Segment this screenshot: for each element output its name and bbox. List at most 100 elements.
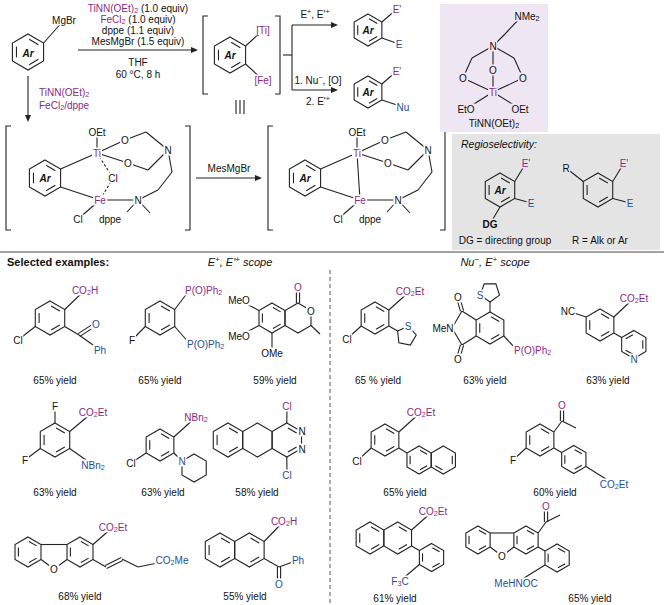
bond [554, 448, 562, 453]
ring-bond [145, 301, 174, 335]
chem-label: Cl [12, 335, 23, 346]
bond [546, 515, 560, 522]
bond [262, 314, 263, 323]
ring-bond [583, 173, 612, 207]
chem-label: TiNN(OEt)2 (1.0 equiv) [87, 3, 189, 14]
bond [435, 466, 442, 470]
bond [51, 306, 60, 311]
chem-label: [Ti] [255, 25, 271, 36]
chem-label: O [541, 501, 551, 512]
bond [420, 466, 427, 470]
chem-label: [Fe] [253, 75, 272, 86]
arrow-head [331, 22, 338, 28]
chem-label: O [380, 135, 390, 146]
bond [218, 50, 219, 61]
bond [432, 563, 439, 567]
bond [306, 185, 315, 190]
ring-bond [243, 423, 272, 457]
bond [369, 19, 377, 24]
node-text: TiNN(OEt)2 [468, 118, 520, 129]
bond [614, 333, 622, 338]
ring-bond [214, 37, 245, 73]
bond [250, 557, 259, 562]
bond [46, 185, 55, 190]
chem-label: CO2Et [619, 293, 649, 304]
bond [65, 327, 79, 336]
chem-label: MeN [431, 323, 454, 334]
chem-label: Cl [281, 401, 292, 412]
bond [16, 47, 17, 58]
node-text: DG [482, 219, 499, 230]
ring-bond [289, 160, 320, 196]
node-text: E' [619, 158, 630, 169]
bond [264, 559, 279, 568]
bond [527, 546, 534, 550]
chem-label: Cl [351, 456, 362, 467]
bond [357, 153, 360, 200]
bond [292, 24, 334, 25]
chem-label: S [476, 290, 485, 301]
bond [18, 548, 19, 557]
chem-label: Ph [291, 555, 305, 566]
bond [599, 178, 608, 183]
chem-label: CO2Et [406, 407, 436, 418]
chem-label: Cl [107, 173, 118, 184]
chem-label: O [120, 135, 130, 146]
bond [399, 527, 407, 532]
bond [386, 429, 394, 434]
chem-label: 63% yield [585, 375, 630, 386]
node-text: Ti [488, 87, 498, 98]
bond [161, 434, 169, 439]
chem-label: 65% yield [382, 487, 427, 498]
bond [516, 536, 517, 544]
bond [369, 99, 377, 104]
bond [587, 185, 588, 195]
chem-label: E' [392, 4, 403, 15]
bond [293, 173, 294, 184]
arrow-head [331, 87, 338, 93]
bond [56, 428, 65, 433]
bond [432, 548, 439, 552]
node-text: Regioselectivity: [460, 139, 538, 150]
ring-bond [384, 522, 412, 554]
chem-label: dppe [358, 214, 382, 225]
bond [548, 554, 549, 562]
chem-label: 60% yield [532, 487, 577, 498]
bond [357, 87, 358, 96]
bond [27, 76, 28, 118]
bond [364, 313, 365, 322]
ring-bond [15, 537, 41, 567]
divider-line [0, 252, 664, 253]
chem-label: NBn2 [183, 412, 208, 423]
bond [399, 545, 407, 550]
bond [273, 324, 281, 328]
chem-label: CO2Et [599, 479, 629, 490]
chem-label: Cl [332, 214, 343, 225]
bond [601, 314, 609, 319]
chem-label: N [423, 145, 432, 156]
ring-bond [361, 302, 389, 334]
bond [221, 538, 230, 543]
bond [250, 538, 259, 543]
bond [529, 435, 530, 444]
bond [418, 172, 432, 190]
ring-bond [354, 76, 382, 108]
bond [386, 447, 394, 452]
bond [288, 428, 297, 433]
bond [161, 452, 169, 457]
ring-bond [146, 429, 174, 461]
regioselectivity-panel: Regioselectivity:ArE'EDGDG = directing g… [452, 134, 660, 250]
bond [158, 172, 172, 190]
chem-label: O [306, 306, 316, 317]
bond [538, 547, 545, 551]
bond [589, 320, 590, 329]
chem-label: F [51, 401, 59, 412]
bond [29, 39, 38, 44]
chem-label: Selected examples: [6, 257, 110, 268]
chem-label: 60 °C, 8 h [115, 69, 162, 80]
bond [78, 49, 194, 50]
bond [122, 559, 138, 567]
node-text: Ar [493, 185, 506, 196]
bond [229, 428, 238, 433]
